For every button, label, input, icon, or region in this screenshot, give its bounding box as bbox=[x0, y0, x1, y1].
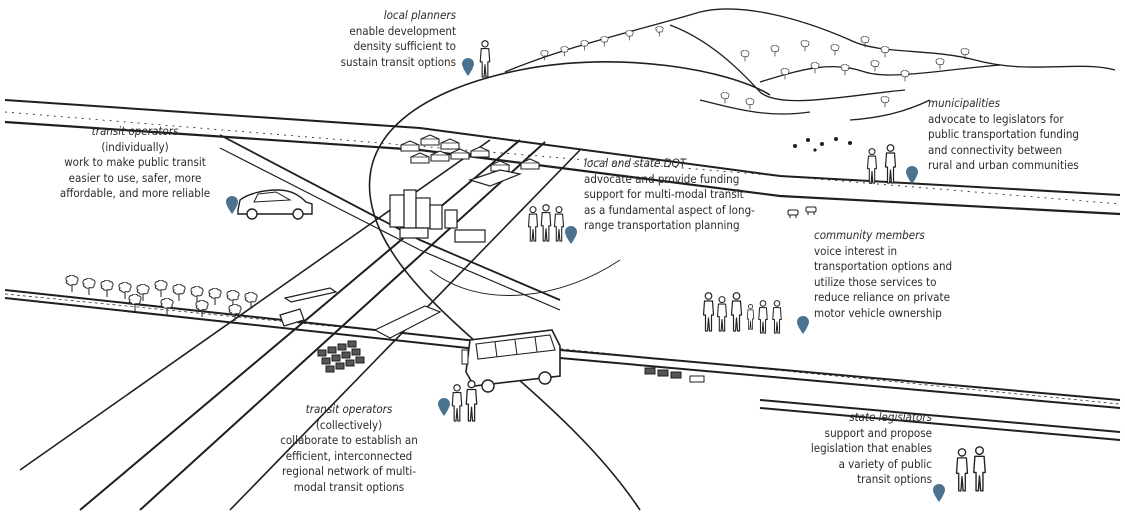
role-title: local and state DOT bbox=[584, 156, 687, 170]
roads bbox=[4, 61, 1121, 511]
cow-icon bbox=[787, 206, 817, 218]
role-description: (collectively) collaborate to establish … bbox=[280, 417, 418, 494]
role-title: transit operators bbox=[91, 124, 179, 138]
label-transit-operators-individually: transit operators (individually) work to… bbox=[36, 124, 234, 202]
role-description: advocate to legislators for public trans… bbox=[928, 111, 1079, 173]
label-community-members: community members voice interest in tran… bbox=[814, 228, 1004, 321]
label-local-planners: local planners enable development densit… bbox=[318, 8, 456, 70]
label-local-state-dot: local and state DOT advocate and provide… bbox=[584, 156, 790, 234]
label-transit-operators-collectively: transit operators (collectively) collabo… bbox=[262, 402, 436, 495]
role-title: transit operators bbox=[305, 402, 393, 416]
car-icon bbox=[237, 189, 313, 220]
role-description: support and propose legislation that ena… bbox=[810, 425, 932, 487]
role-title: municipalities bbox=[928, 96, 1000, 110]
role-title: state legislators bbox=[849, 410, 932, 424]
role-description: advocate and provide funding support for… bbox=[584, 171, 755, 233]
role-title: local planners bbox=[383, 8, 456, 22]
label-state-legislators: state legislators support and propose le… bbox=[786, 410, 932, 488]
tree-icon bbox=[540, 26, 970, 110]
role-description: enable development density sufficient to… bbox=[340, 23, 456, 69]
building-icon bbox=[389, 189, 486, 243]
role-description: voice interest in transportation options… bbox=[814, 243, 953, 320]
role-description: (individually) work to make public trans… bbox=[59, 139, 211, 201]
label-municipalities: municipalities advocate to legislators f… bbox=[928, 96, 1118, 174]
bus-icon bbox=[461, 329, 561, 393]
role-title: community members bbox=[814, 228, 925, 242]
